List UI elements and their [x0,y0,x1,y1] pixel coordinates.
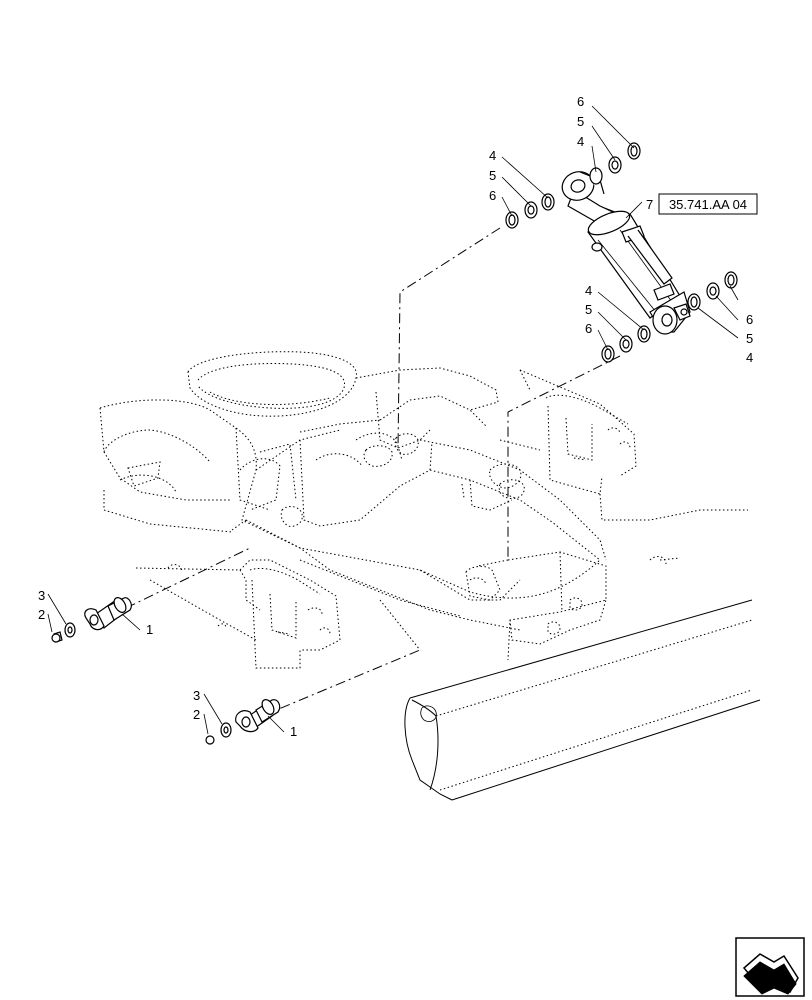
callout-5: 5 [489,168,496,183]
callout-4: 4 [585,283,592,298]
callout-4: 4 [577,134,584,149]
pin-assembly-lower [205,699,281,745]
callout-7: 7 [646,197,653,212]
callout-5: 5 [585,302,592,317]
callout-4: 4 [746,350,753,365]
frame-outline [99,351,748,669]
reference-box[interactable]: 35.741.AA 04 [658,193,758,215]
callout-6: 6 [585,321,592,336]
assembly-lines [125,227,621,717]
callout-labels: 6 5 4 4 5 6 7 4 5 6 6 5 4 3 2 1 3 2 1 [38,94,753,739]
callout-6: 6 [489,188,496,203]
callout-4: 4 [489,148,496,163]
reference-label: 35.741.AA 04 [669,197,747,212]
hydraulic-cylinder [561,171,691,335]
callout-1: 1 [146,622,153,637]
callout-5: 5 [577,114,584,129]
dozer-blade [404,599,761,801]
callout-3: 3 [38,588,45,603]
pin-assembly-upper [51,597,132,643]
callout-5: 5 [746,331,753,346]
callout-2: 2 [193,707,200,722]
callout-2: 2 [38,607,45,622]
callout-1: 1 [290,724,297,739]
callout-6: 6 [577,94,584,109]
callout-6: 6 [746,312,753,327]
washer-set [505,142,738,363]
callout-3: 3 [193,688,200,703]
next-page-arrow-icon[interactable] [735,937,805,997]
leader-lines [47,105,739,735]
